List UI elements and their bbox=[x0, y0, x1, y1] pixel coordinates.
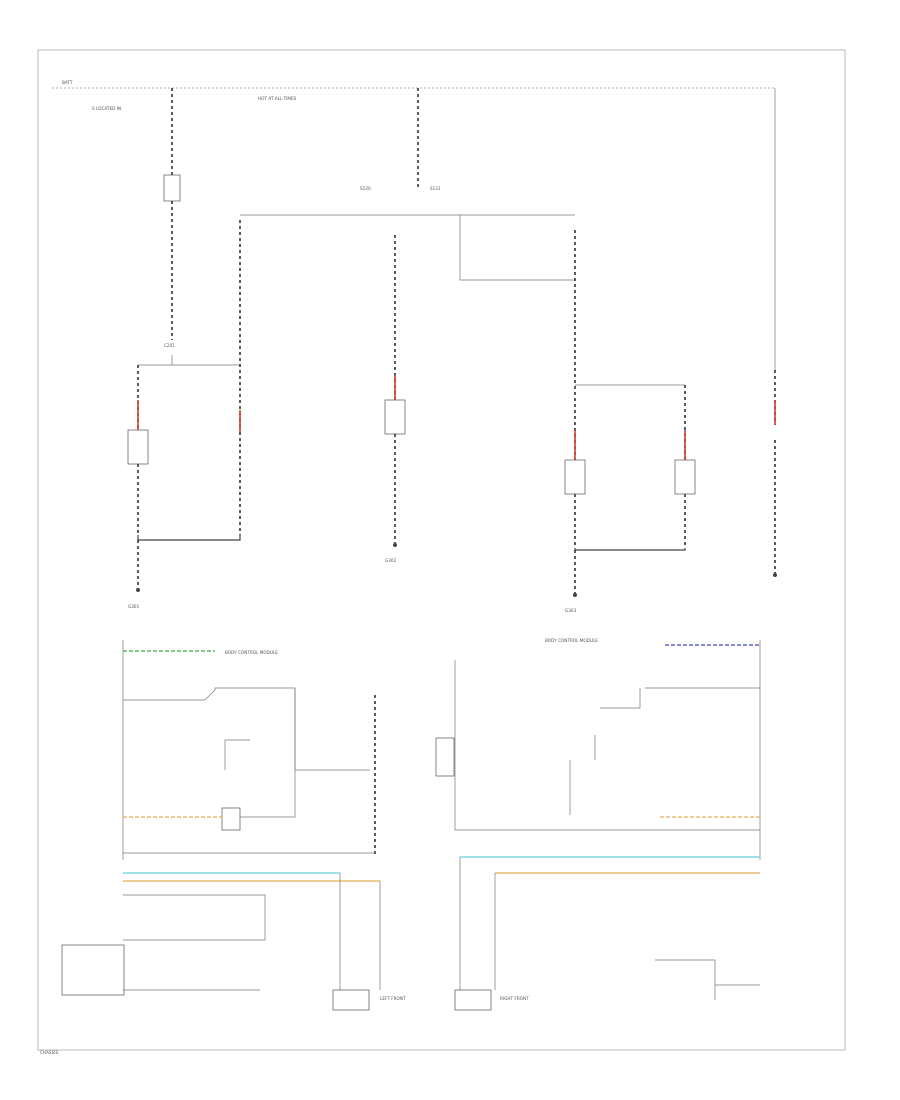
mid-splice-label-2: S121 bbox=[430, 186, 441, 191]
top-left-wire-label: BATT bbox=[62, 80, 73, 85]
relay-left bbox=[221, 807, 241, 831]
ground-far-right-node bbox=[773, 573, 777, 577]
lamp-right-1 bbox=[564, 459, 586, 495]
left-connector-label: C201 bbox=[164, 343, 175, 348]
wire-right-internal bbox=[569, 687, 760, 815]
lamp-right-2 bbox=[674, 459, 696, 495]
wire-left-module-out bbox=[240, 688, 370, 818]
sensor-right bbox=[454, 989, 492, 1011]
wire-left-internal bbox=[123, 687, 296, 770]
ground-left-node bbox=[136, 588, 140, 592]
top-left-splice-label: S LOCATED IN bbox=[92, 106, 121, 111]
relay-right bbox=[435, 737, 455, 777]
wire-right-switch bbox=[655, 959, 760, 1000]
module-right-box bbox=[454, 640, 761, 860]
sensor-left bbox=[332, 989, 370, 1011]
wire-right-branch bbox=[459, 215, 575, 281]
wire-left-ground-join bbox=[137, 535, 241, 541]
lamp-center bbox=[384, 399, 406, 435]
top-center-note: HOT AT ALL TIMES bbox=[258, 96, 297, 101]
left-sensor-label: LEFT FRONT bbox=[380, 996, 406, 1001]
diagram-frame bbox=[37, 49, 846, 1051]
mid-splice-label: S120 bbox=[360, 186, 371, 191]
module-left-label: BODY CONTROL MODULE bbox=[225, 650, 278, 655]
ground-center-node bbox=[393, 543, 397, 547]
wire-left-switch bbox=[123, 894, 266, 991]
fuse-left bbox=[163, 174, 181, 202]
right-ground-label: G303 bbox=[565, 608, 577, 613]
lamp-left-1 bbox=[127, 429, 149, 465]
switch-left-box bbox=[61, 944, 125, 996]
center-ground-label: G302 bbox=[385, 558, 397, 563]
left-ground-label: G301 bbox=[128, 604, 140, 609]
wire-right-ground-join bbox=[574, 548, 686, 551]
right-sensor-label: RIGHT FRONT bbox=[500, 996, 529, 1001]
wire-left-split bbox=[138, 355, 240, 366]
footer-label: CHASSIS bbox=[40, 1050, 58, 1055]
ground-right-node bbox=[573, 593, 577, 597]
module-right-label: BODY CONTROL MODULE bbox=[545, 638, 598, 643]
